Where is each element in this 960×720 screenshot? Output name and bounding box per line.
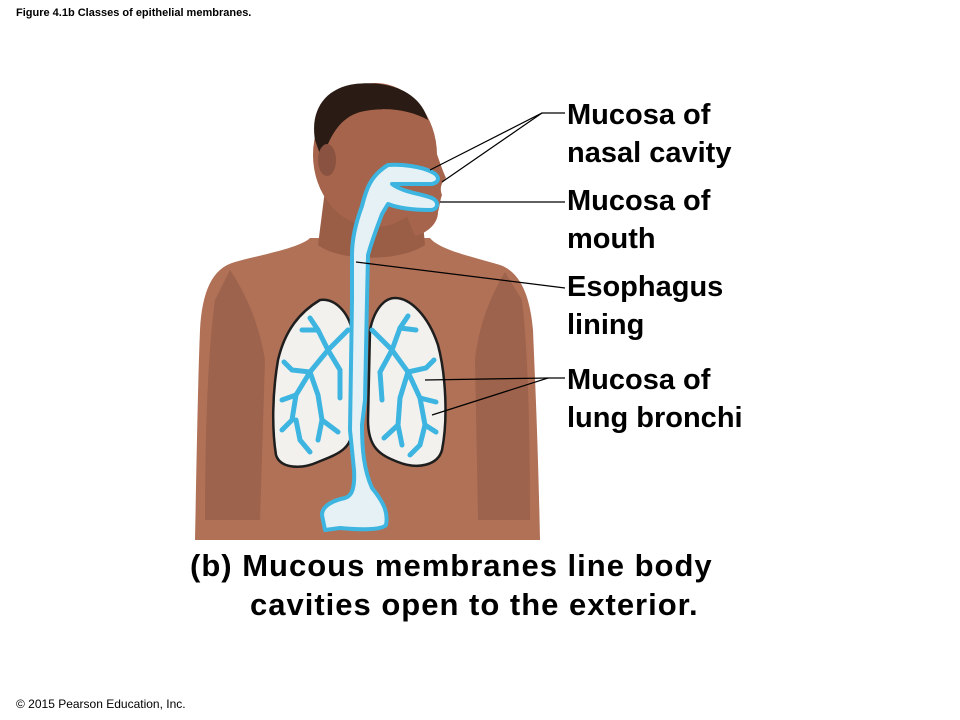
chest-shadow-right: [475, 272, 530, 520]
label-nasal-line1: Mucosa of: [567, 99, 711, 131]
label-esophagus-lining: Esophagus lining: [567, 268, 723, 344]
left-bronchial-tree: [279, 315, 351, 455]
label-nasal-line2: nasal cavity: [567, 137, 732, 169]
ear: [318, 144, 336, 176]
hair: [314, 83, 428, 160]
figure-caption: (b) Mucous membranes line body cavities …: [190, 546, 713, 624]
label-lung-line1: Mucosa of: [567, 364, 711, 396]
label-esophagus-line2: lining: [567, 309, 645, 341]
caption-line2: cavities open to the exterior.: [250, 587, 699, 622]
label-mucosa-nasal-cavity: Mucosa of nasal cavity: [567, 96, 731, 172]
right-bronchial-tree: [369, 313, 439, 458]
leader-esophagus: [355, 261, 566, 289]
caption-line1: (b) Mucous membranes line body: [190, 548, 713, 583]
leader-nasal-1: [429, 112, 565, 171]
leader-nasal-2: [441, 112, 543, 183]
label-lung-line2: lung bronchi: [567, 402, 743, 434]
label-mucosa-mouth: Mucosa of mouth: [567, 182, 710, 258]
leader-lung-2: [431, 377, 549, 416]
label-mouth-line2: mouth: [567, 223, 656, 255]
label-mouth-line1: Mucosa of: [567, 185, 711, 217]
leader-lines: [355, 112, 566, 416]
label-mucosa-lung-bronchi: Mucosa of lung bronchi: [567, 361, 743, 437]
mucous-tract: [320, 162, 440, 532]
chest-shadow: [205, 270, 265, 520]
copyright-notice: © 2015 Pearson Education, Inc.: [16, 697, 186, 711]
label-esophagus-line1: Esophagus: [567, 271, 724, 303]
figure-title: Figure 4.1b Classes of epithelial membra…: [16, 7, 252, 19]
